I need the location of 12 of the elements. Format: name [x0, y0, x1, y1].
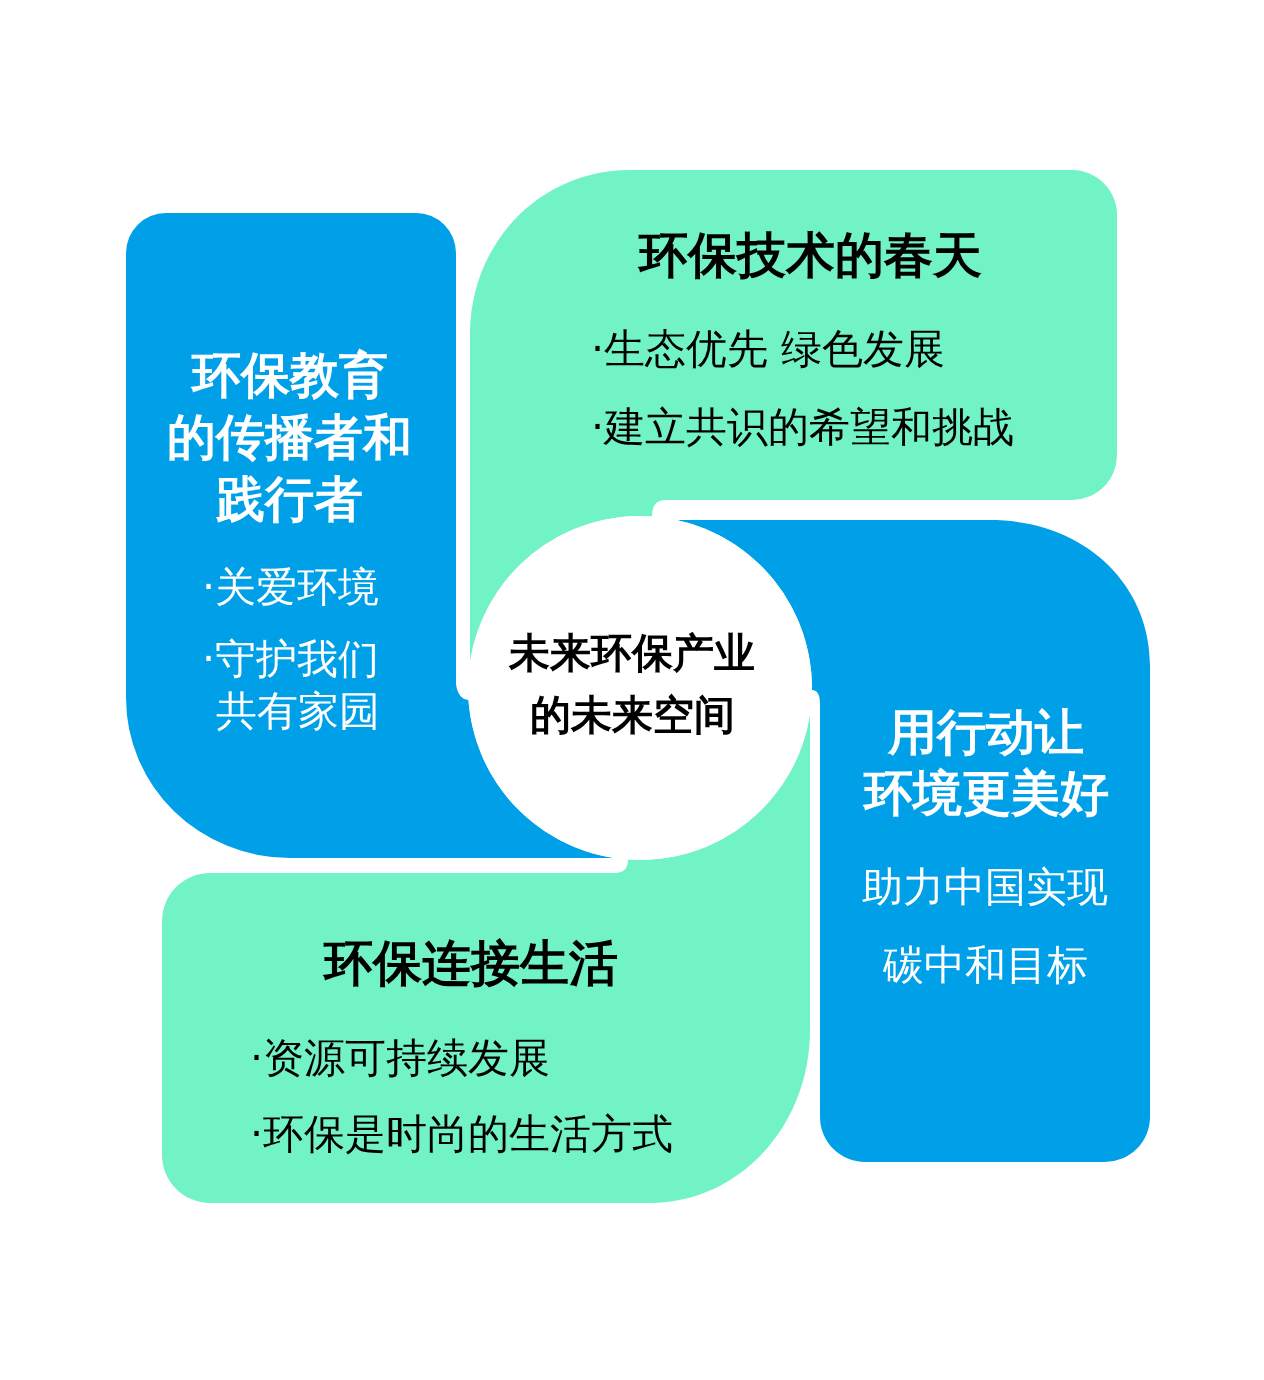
bullet-item: ·关爱环境	[202, 562, 381, 613]
panel-title: 环保教育的传播者和践行者	[166, 346, 413, 530]
bullet-item: ·资源可持续发展	[250, 1033, 552, 1084]
panel-title: 环保连接生活	[322, 934, 619, 994]
bullet-item: ·环保是时尚的生活方式	[250, 1109, 675, 1160]
panel-title: 用行动让环境更美好	[862, 703, 1110, 824]
circle-title: 未来环保产业的未来空间	[507, 628, 756, 741]
bullet-item: ·建立共识的希望和挑战	[591, 402, 1016, 453]
panel-text: 助力中国实现碳中和目标	[861, 862, 1109, 991]
bullet-item: ·守护我们共有家园	[202, 634, 381, 737]
panel-title: 环保技术的春天	[637, 226, 983, 286]
bullet-item: ·生态优先 绿色发展	[591, 324, 947, 375]
